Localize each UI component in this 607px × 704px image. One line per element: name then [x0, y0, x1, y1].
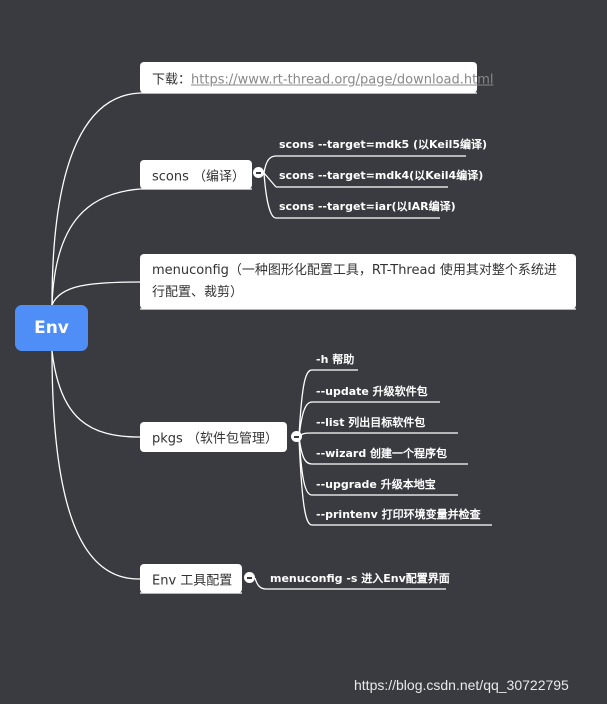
menuconfig-label: menuconfig（一种图形化配置工具，RT-Thread 使用其对整个系统进…: [152, 263, 557, 300]
env-child-menuconfig-s[interactable]: menuconfig -s 进入Env配置界面: [270, 572, 450, 585]
collapse-env-config-icon[interactable]: [244, 572, 255, 583]
node-download[interactable]: 下载：https://www.rt-thread.org/page/downlo…: [140, 62, 493, 93]
scons-child-mdk4[interactable]: scons --target=mdk4(以Keil4编译): [279, 169, 484, 182]
node-menuconfig[interactable]: menuconfig（一种图形化配置工具，RT-Thread 使用其对整个系统进…: [140, 254, 576, 309]
node-env-config[interactable]: Env 工具配置: [140, 564, 242, 593]
pkgs-child-wizard[interactable]: --wizard 创建一个程序包: [316, 447, 448, 460]
pkgs-child-update[interactable]: --update 升级软件包: [316, 385, 428, 398]
pkgs-child-upgrade[interactable]: --upgrade 升级本地宝: [316, 478, 436, 491]
collapse-scons-icon[interactable]: [253, 167, 264, 178]
root-node-env[interactable]: Env: [15, 305, 88, 351]
env-config-label: Env 工具配置: [152, 573, 233, 588]
pkgs-child-help[interactable]: -h 帮助: [316, 353, 355, 366]
scons-label: scons （编译）: [152, 169, 246, 184]
pkgs-child-list[interactable]: --list 列出目标软件包: [316, 416, 426, 429]
watermark-text: https://blog.csdn.net/qq_30722795: [354, 677, 569, 693]
collapse-pkgs-icon[interactable]: [291, 431, 302, 442]
download-prefix: 下载：: [152, 72, 192, 87]
scons-child-mdk5[interactable]: scons --target=mdk5 (以Keil5编译): [279, 138, 488, 151]
pkgs-child-printenv[interactable]: --printenv 打印环境变量并检查: [316, 508, 481, 521]
node-scons[interactable]: scons （编译）: [140, 160, 252, 189]
node-pkgs[interactable]: pkgs （软件包管理）: [140, 422, 287, 452]
pkgs-label: pkgs （软件包管理）: [152, 431, 278, 447]
download-link[interactable]: https://www.rt-thread.org/page/download.…: [191, 72, 494, 87]
download-text: 下载：https://www.rt-thread.org/page/downlo…: [152, 68, 493, 87]
scons-child-iar[interactable]: scons --target=iar(以IAR编译): [279, 200, 456, 213]
